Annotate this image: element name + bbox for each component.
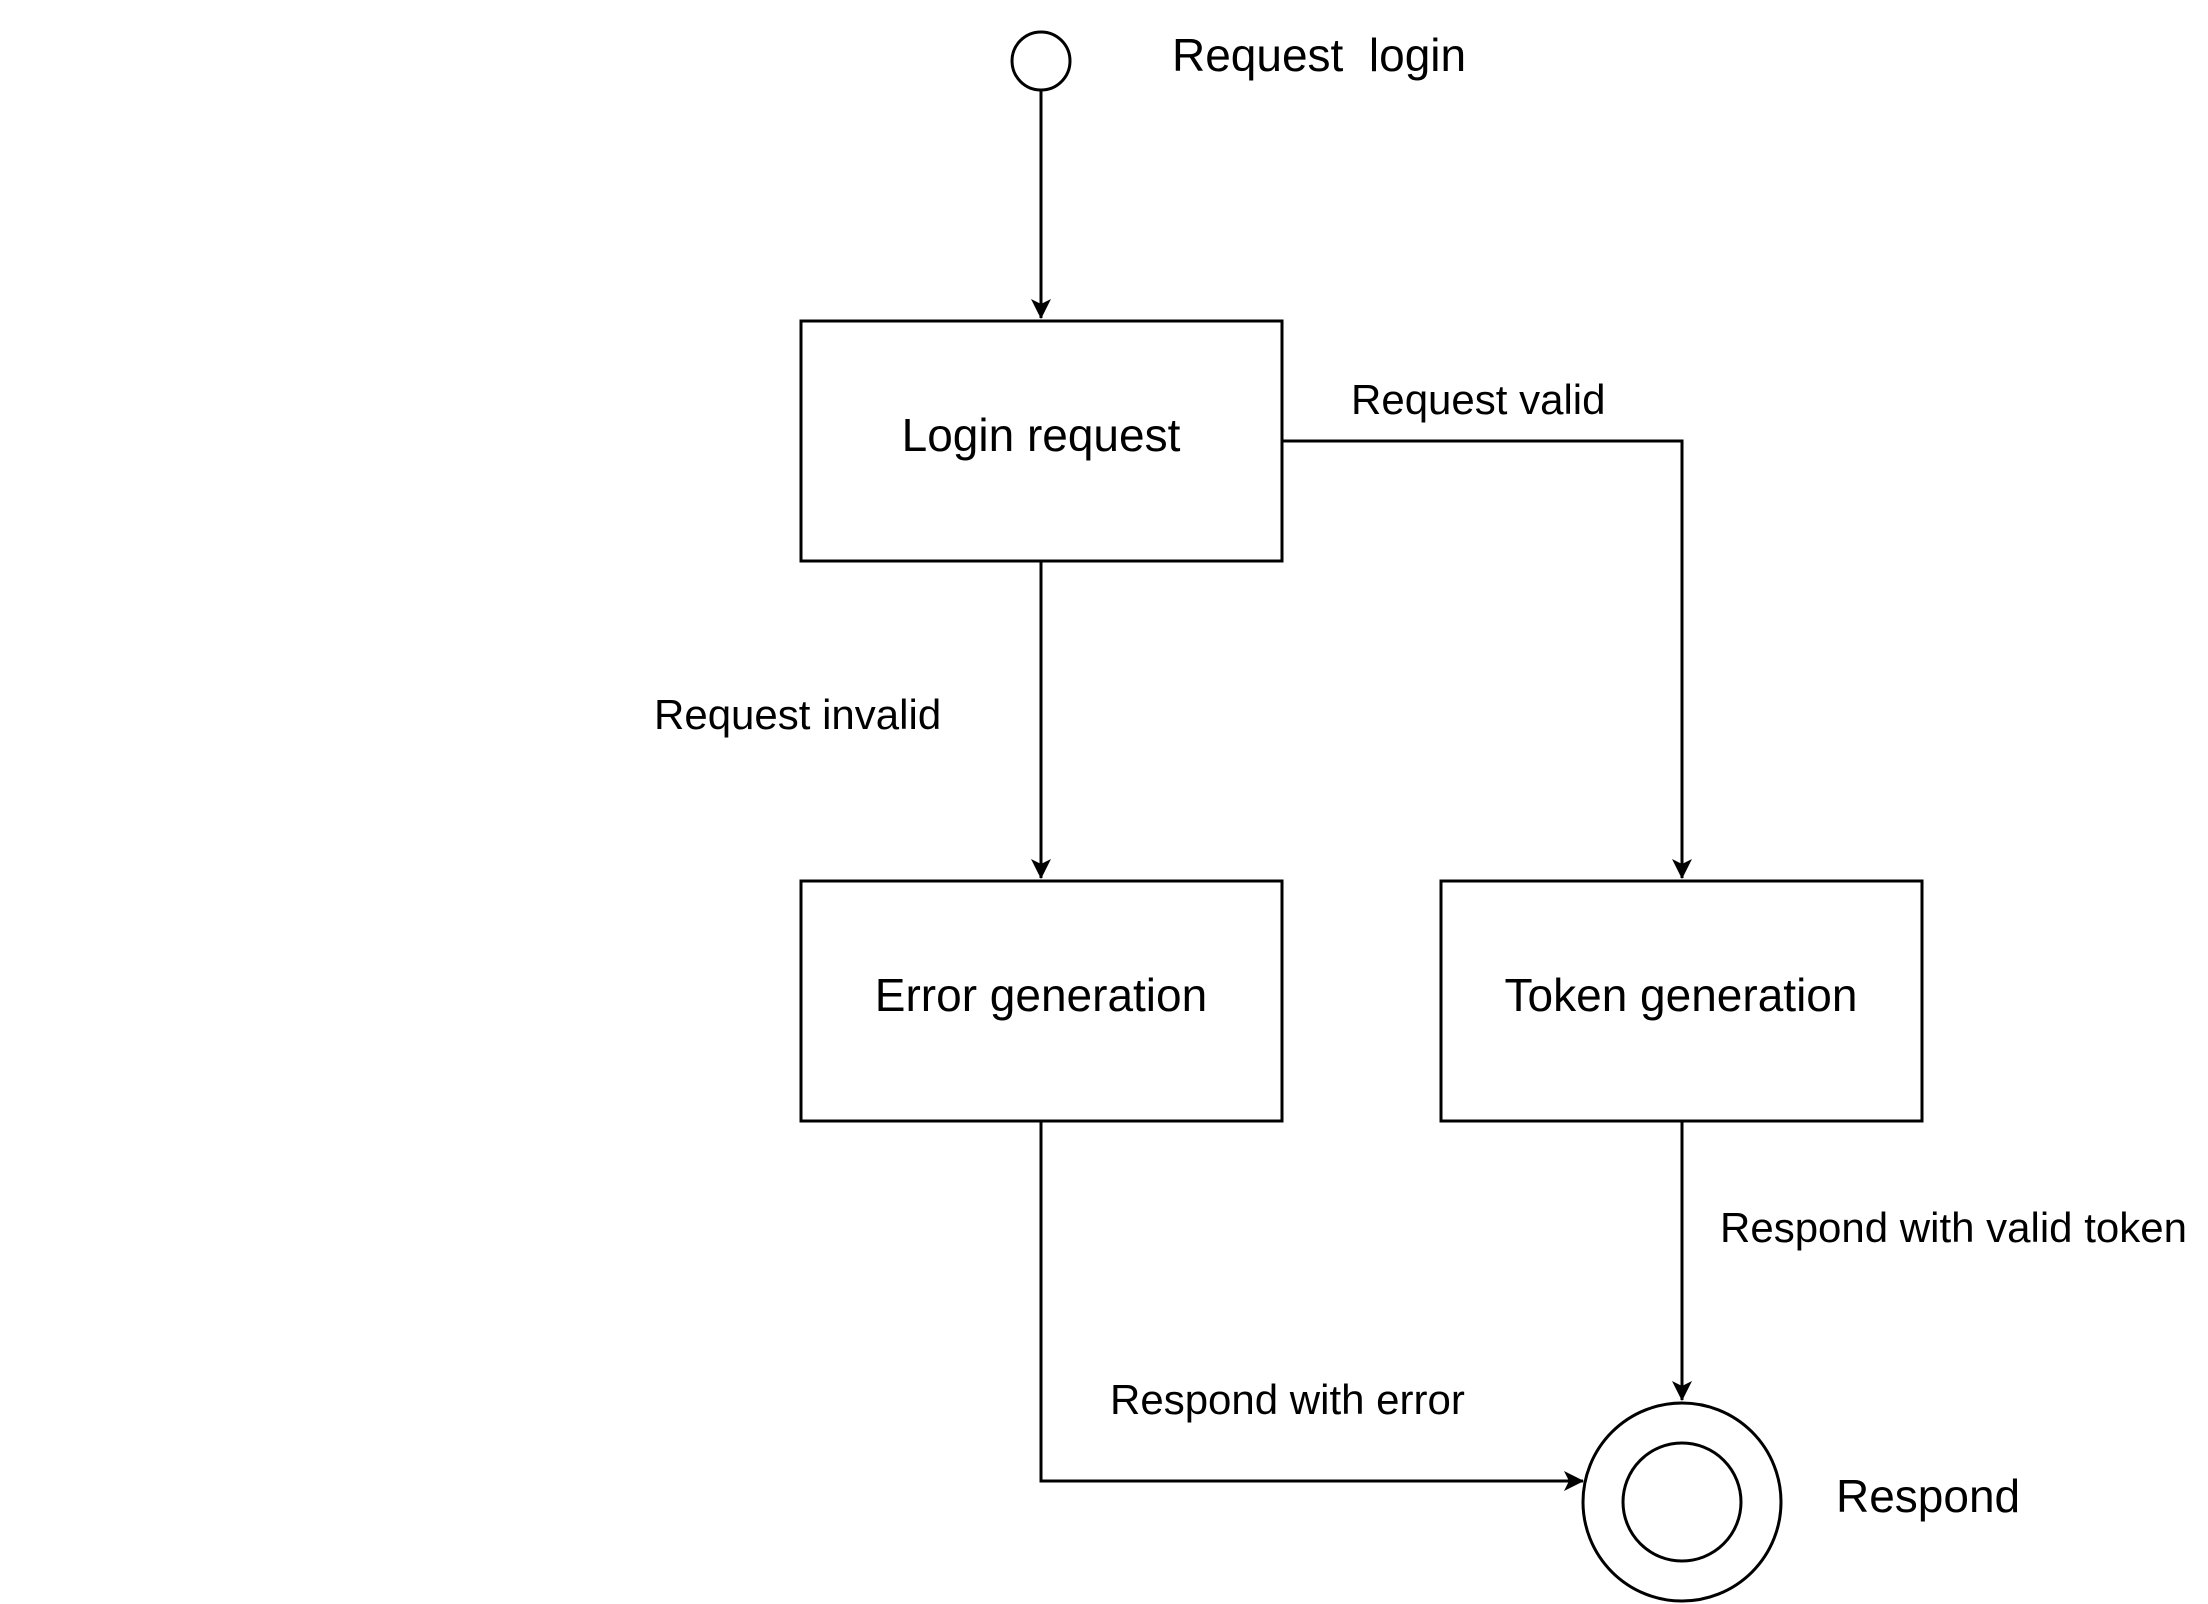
initial-state-node[interactable] [1010,30,1072,92]
state-login-request-label: Login request [902,409,1181,461]
state-token-generation[interactable] [1439,879,1924,1123]
initial-state-label: Request login [1172,29,1466,81]
final-state-label: Respond [1836,1470,2020,1522]
transition-login-to-token [1282,439,1692,879]
label-respond-with-error: Respond with error [1110,1376,1465,1423]
state-error-generation[interactable] [799,879,1284,1123]
transition-error-to-final [1039,1121,1584,1491]
label-request-invalid: Request invalid [654,691,941,738]
state-error-generation-label: Error generation [875,969,1207,1021]
final-state-inner-circle [1621,1441,1743,1563]
label-respond-with-valid-token: Respond with valid token [1720,1204,2187,1251]
label-request-valid: Request valid [1351,376,1605,423]
state-token-generation-label: Token generation [1505,969,1858,1021]
